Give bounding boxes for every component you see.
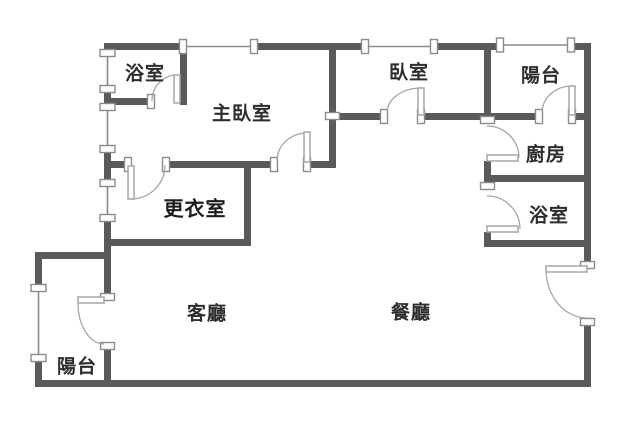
room-label-bathroom-right: 浴室 (528, 204, 570, 227)
window-tick (429, 38, 439, 55)
windows (37, 44, 575, 360)
window-tick (324, 111, 341, 121)
window-tick (249, 38, 259, 55)
door-kitchen (479, 115, 520, 162)
window-tick (99, 102, 116, 112)
doors (77, 74, 596, 351)
window-tick (30, 353, 47, 363)
room-label-kitchen: 廚房 (525, 143, 567, 166)
room-label-balcony-lower-left: 陽台 (56, 355, 98, 378)
window-tick (566, 37, 576, 53)
window-tick (495, 37, 505, 53)
room-label-balcony-upper-right: 陽台 (520, 64, 562, 87)
window-tick (99, 84, 116, 94)
window-tick (99, 144, 116, 154)
window-tick (99, 178, 116, 188)
room-label-bathroom-upper-left: 浴室 (124, 62, 166, 85)
door-entrance (545, 260, 596, 327)
window-tick (178, 38, 188, 55)
window-tick (99, 48, 116, 58)
window-tick (99, 213, 116, 223)
door-balcony-lower (77, 292, 116, 351)
room-label-master-bedroom: 主臥室 (211, 102, 273, 125)
door-master-bedroom (269, 131, 312, 173)
door-bedroom (379, 87, 426, 125)
door-closet (123, 156, 171, 200)
door-balcony-upper (534, 85, 577, 125)
room-label-dining-room: 餐廳 (390, 301, 432, 324)
window-tick (360, 38, 370, 55)
room-label-living-room: 客廳 (186, 302, 228, 325)
room-label-walk-in-closet: 更衣室 (163, 196, 227, 221)
window-ticks (30, 37, 576, 363)
door-bathroom-upper-left (146, 74, 181, 110)
walls (35, 43, 591, 387)
room-label-bedroom: 臥室 (388, 61, 430, 84)
window-tick (30, 283, 47, 293)
door-bathroom-right (479, 181, 521, 233)
